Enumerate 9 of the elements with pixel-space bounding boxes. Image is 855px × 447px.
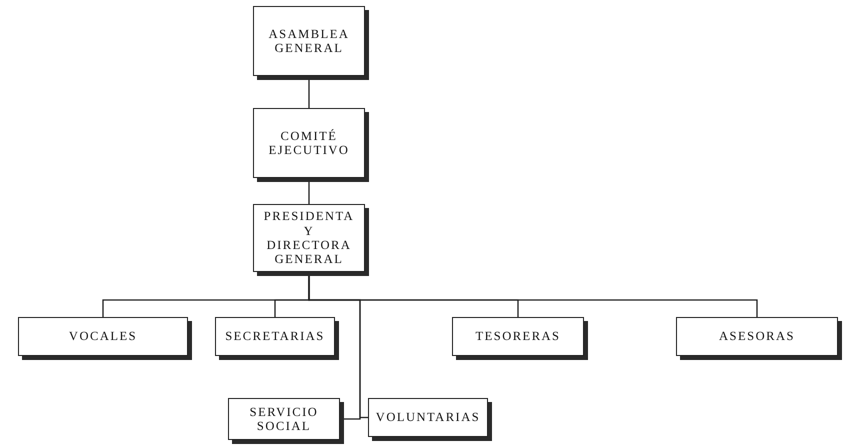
box-label: VOCALES — [68, 329, 138, 344]
box-label: SERVICIO SOCIAL — [248, 404, 320, 434]
box-label: ASESORAS — [718, 329, 796, 344]
box-label: PRESIDENTA Y DIRECTORA GENERAL — [262, 209, 356, 267]
box-label: SECRETARIAS — [224, 329, 326, 344]
box-label: TESORERAS — [474, 329, 562, 344]
box-label: ASAMBLEA GENERAL — [268, 26, 350, 56]
box-label: VOLUNTARIAS — [374, 410, 482, 425]
box-label: COMITÉ EJECUTIVO — [268, 128, 350, 158]
